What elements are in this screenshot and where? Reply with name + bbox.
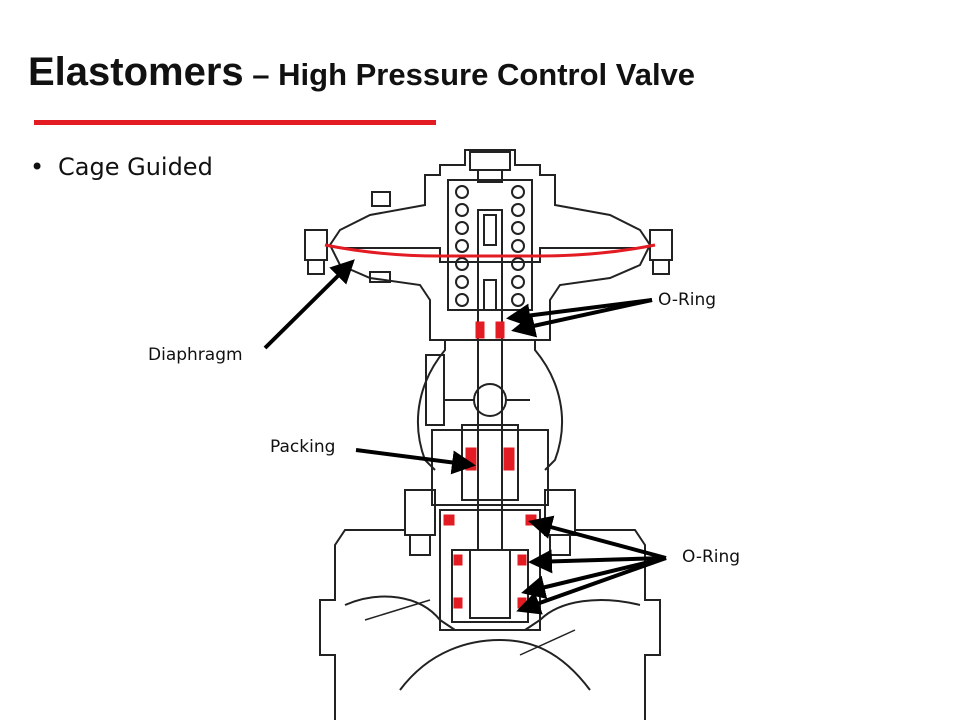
title-main: Elastomers (28, 50, 244, 94)
diaphragm-element (324, 243, 656, 258)
arrow-diaphragm (263, 259, 355, 350)
elastomer-parts (324, 243, 656, 609)
spring-coils (455, 185, 525, 307)
arrow-oring-lower-2 (528, 549, 667, 574)
valve-body (304, 149, 673, 720)
arrow-oring-lower-4 (516, 556, 667, 615)
bullet-text: Cage Guided (58, 153, 213, 181)
oring-upper-right (495, 321, 505, 339)
oring-lower-3 (453, 554, 463, 566)
arrow-oring-lower-1 (528, 515, 667, 560)
arrow-oring-lower-3 (521, 556, 667, 599)
label-diaphragm: Diaphragm (148, 345, 243, 365)
oring-lower-5 (453, 597, 463, 609)
oring-upper-left (475, 321, 485, 339)
bullet-item: • Cage Guided (30, 153, 213, 181)
slide-title: Elastomers – High Pressure Control Valve (28, 50, 695, 95)
title-underline (34, 120, 436, 125)
label-oring-upper: O-Ring (658, 290, 717, 310)
packing-right (503, 447, 515, 471)
label-oring-lower: O-Ring (682, 547, 741, 567)
callout-arrows (263, 259, 667, 615)
arrow-packing (355, 448, 476, 475)
title-subtitle: – High Pressure Control Valve (243, 57, 696, 92)
oring-lower-1 (443, 514, 455, 526)
oring-lower-4 (517, 554, 527, 566)
bullet-dot-icon: • (30, 153, 45, 181)
label-packing: Packing (270, 437, 336, 457)
arrow-oring-upper-2 (511, 298, 653, 338)
